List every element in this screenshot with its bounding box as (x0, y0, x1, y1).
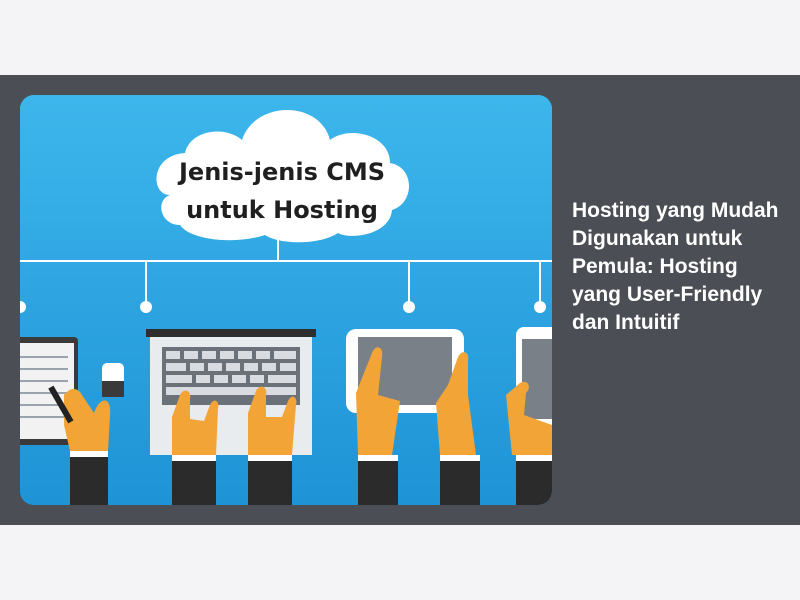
cloud-icon (156, 110, 410, 243)
thumbnail-line-2: untuk Hosting (186, 196, 378, 224)
thumbnail-line-1: Jenis-jenis CMS (177, 158, 385, 186)
phone-icon (516, 327, 552, 431)
post-title-link[interactable]: Hosting yang Mudah Digunakan untuk Pemul… (572, 199, 779, 334)
post-title[interactable]: Hosting yang Mudah Digunakan untuk Pemul… (572, 197, 792, 337)
cms-hosting-illustration: Jenis-jenis CMS untuk Hosting (20, 95, 552, 505)
featured-image[interactable]: Jenis-jenis CMS untuk Hosting (20, 95, 552, 505)
notepad-icon (20, 337, 124, 445)
hand-icons (48, 347, 552, 505)
featured-post-band: Jenis-jenis CMS untuk Hosting (0, 75, 800, 525)
